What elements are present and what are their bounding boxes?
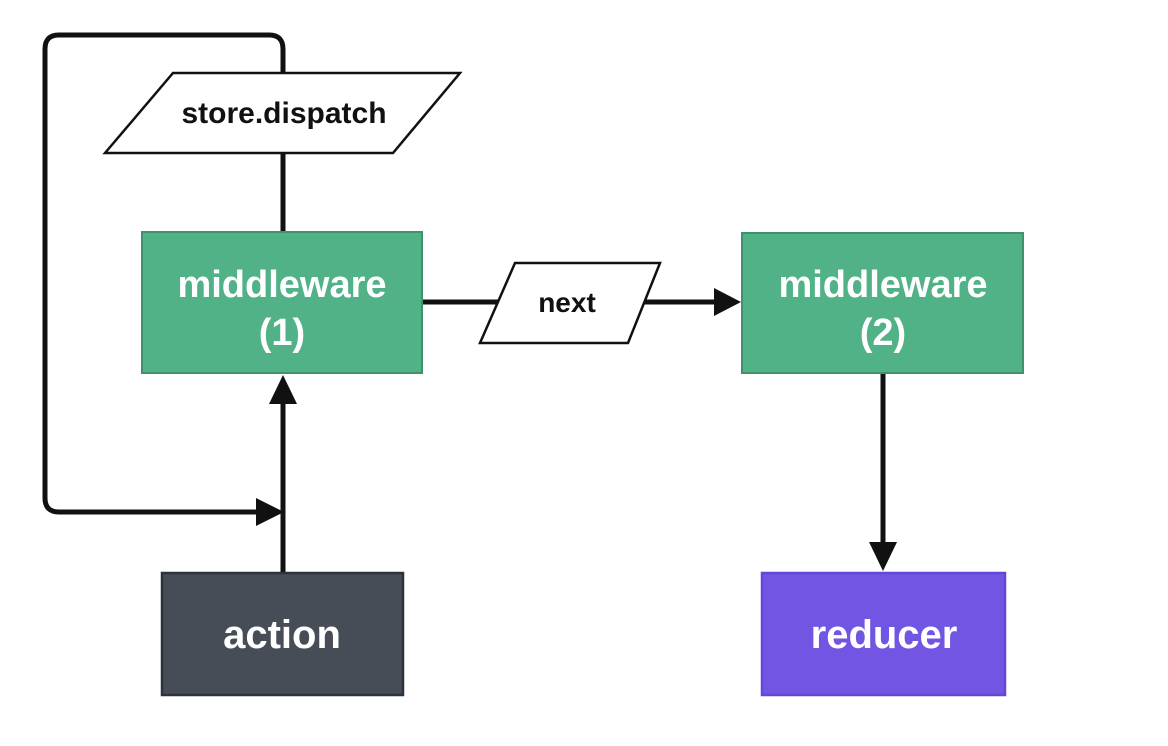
next-shape [478,261,662,345]
middleware2-to-reducer-arrowhead [869,542,897,571]
store-dispatch-shape [102,71,463,155]
middleware-1-label-line2: (1) [259,312,305,354]
next-label: next [538,287,596,318]
middleware1-to-middleware2-arrowhead [714,288,741,316]
middleware-1-label-line1: middleware [177,264,386,306]
middleware-2-box [741,232,1024,374]
action-box [160,571,405,697]
dispatch-loop-arrow [42,32,286,515]
middleware-1-box [141,231,423,374]
middleware-2-label-line1: middleware [778,264,987,306]
action-to-middleware1-arrowhead [269,375,297,404]
middleware-2-label-line2: (2) [860,312,906,354]
reducer-box [760,571,1007,697]
store-dispatch-label: store.dispatch [181,97,386,130]
reducer-label: reducer [811,613,958,657]
dispatch-loop-arrowhead [256,498,284,526]
action-label: action [223,613,341,657]
